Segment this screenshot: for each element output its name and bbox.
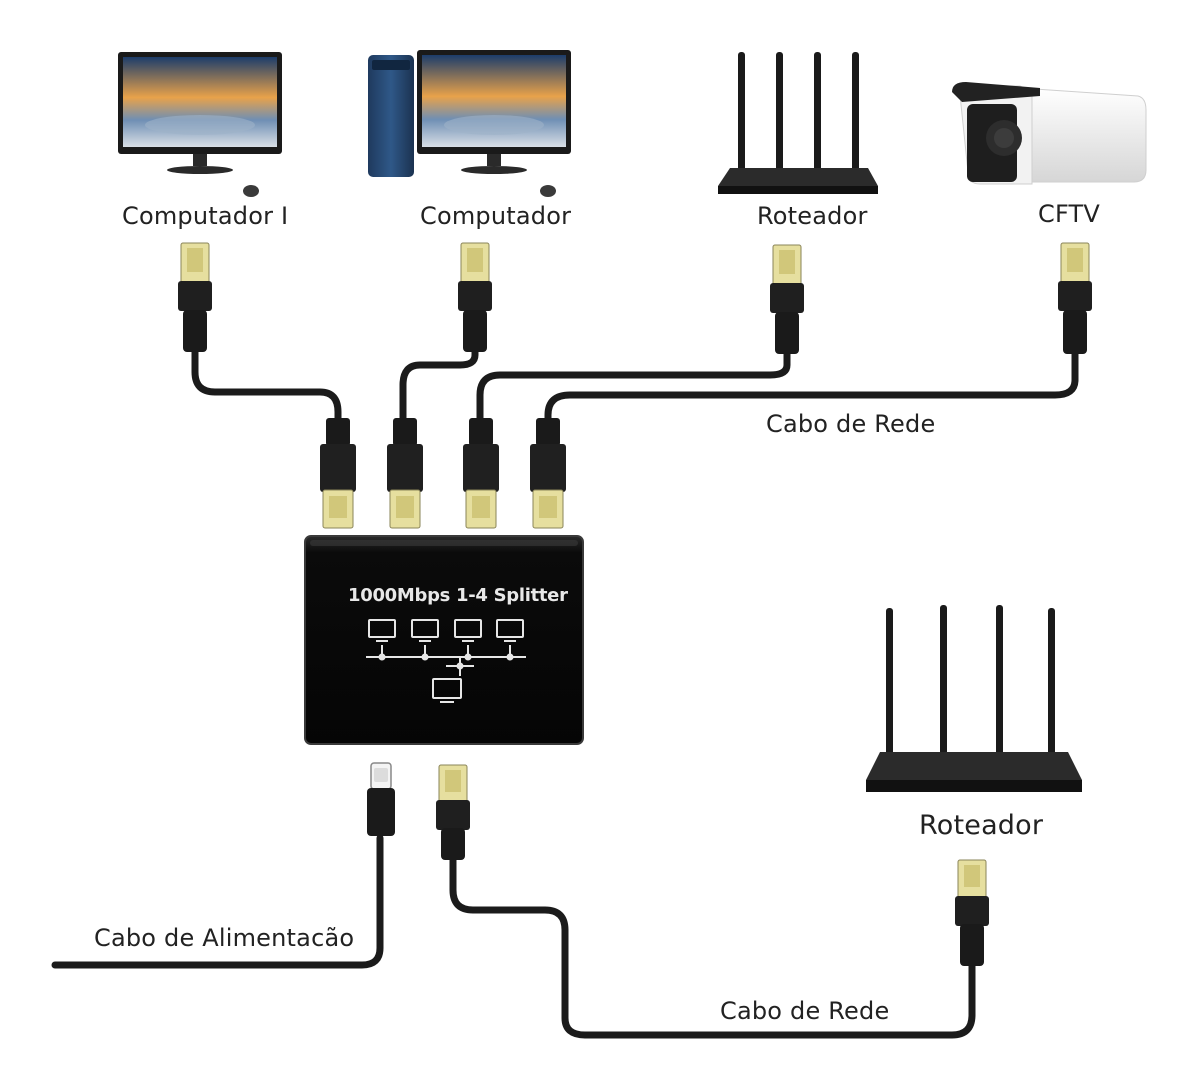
splitter-plug-4 bbox=[530, 418, 566, 529]
uplink-rj45-plug bbox=[436, 764, 470, 860]
router-bottom-rj45-plug bbox=[955, 859, 989, 966]
plug-cctv bbox=[1058, 242, 1092, 354]
device-model-text: 1-4 Splitter bbox=[456, 585, 568, 606]
usb-c-power-plug bbox=[367, 762, 395, 836]
label-computer-2: Computador bbox=[420, 202, 572, 230]
router-bottom bbox=[866, 605, 1082, 792]
plug-computer2 bbox=[458, 242, 492, 352]
plug-router-top bbox=[770, 244, 804, 354]
top-rj45-plugs bbox=[178, 242, 1092, 354]
label-power-cable: Cabo de Alimentacão bbox=[94, 924, 355, 952]
plug-computer1 bbox=[178, 242, 212, 352]
router-top bbox=[718, 52, 878, 194]
cable-computer1 bbox=[191, 346, 342, 429]
cctv-camera bbox=[952, 82, 1147, 185]
computer-2 bbox=[368, 50, 571, 197]
cable-router-bottom bbox=[449, 854, 976, 1039]
splitter-plug-2 bbox=[387, 418, 423, 529]
label-router-bottom: Roteador bbox=[919, 810, 1044, 841]
label-network-cable-top: Cabo de Rede bbox=[766, 410, 936, 438]
label-computer-1: Computador I bbox=[122, 202, 289, 230]
cable-computer2 bbox=[399, 344, 479, 429]
device-speed-text: 1000Mbps bbox=[348, 585, 451, 606]
network-cables bbox=[51, 344, 1079, 1039]
power-cable bbox=[51, 834, 384, 969]
splitter-node-dots bbox=[378, 653, 514, 670]
splitter-plug-1 bbox=[320, 418, 356, 529]
label-router-top: Roteador bbox=[757, 202, 868, 230]
cable-router-top bbox=[476, 346, 791, 429]
splitter-input-plugs bbox=[320, 418, 566, 529]
computer-1 bbox=[118, 52, 282, 197]
splitter-device bbox=[304, 535, 584, 745]
cable-cctv bbox=[544, 348, 1079, 429]
splitter-plug-3 bbox=[463, 418, 499, 529]
label-network-cable-bottom: Cabo de Rede bbox=[720, 997, 890, 1025]
label-cctv: CFTV bbox=[1038, 200, 1101, 228]
